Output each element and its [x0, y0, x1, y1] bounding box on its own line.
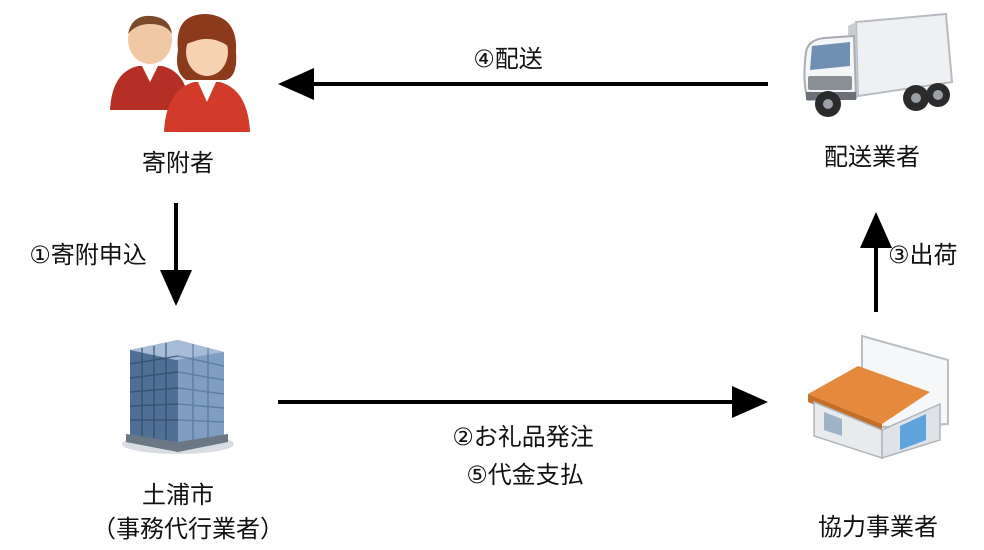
step-5-label: ⑤代金支払 [466, 461, 584, 489]
delivery-truck-icon [803, 12, 954, 117]
step-1-label: ①寄附申込 [29, 241, 147, 269]
step-4-label: ④配送 [473, 45, 543, 73]
donor-label: 寄附者 [142, 149, 214, 177]
step-2-label: ②お礼品発注 [452, 423, 594, 451]
warehouse-icon [808, 334, 949, 460]
partner-business-label: 協力事業者 [818, 513, 938, 541]
donor-people-icon [110, 14, 250, 132]
delivery-company-label: 配送業者 [824, 143, 920, 171]
office-building-icon [122, 340, 234, 454]
step-3-label: ③出荷 [888, 241, 958, 269]
city-sublabel: （事務代行業者） [92, 515, 284, 543]
city-label: 土浦市 [142, 481, 214, 509]
